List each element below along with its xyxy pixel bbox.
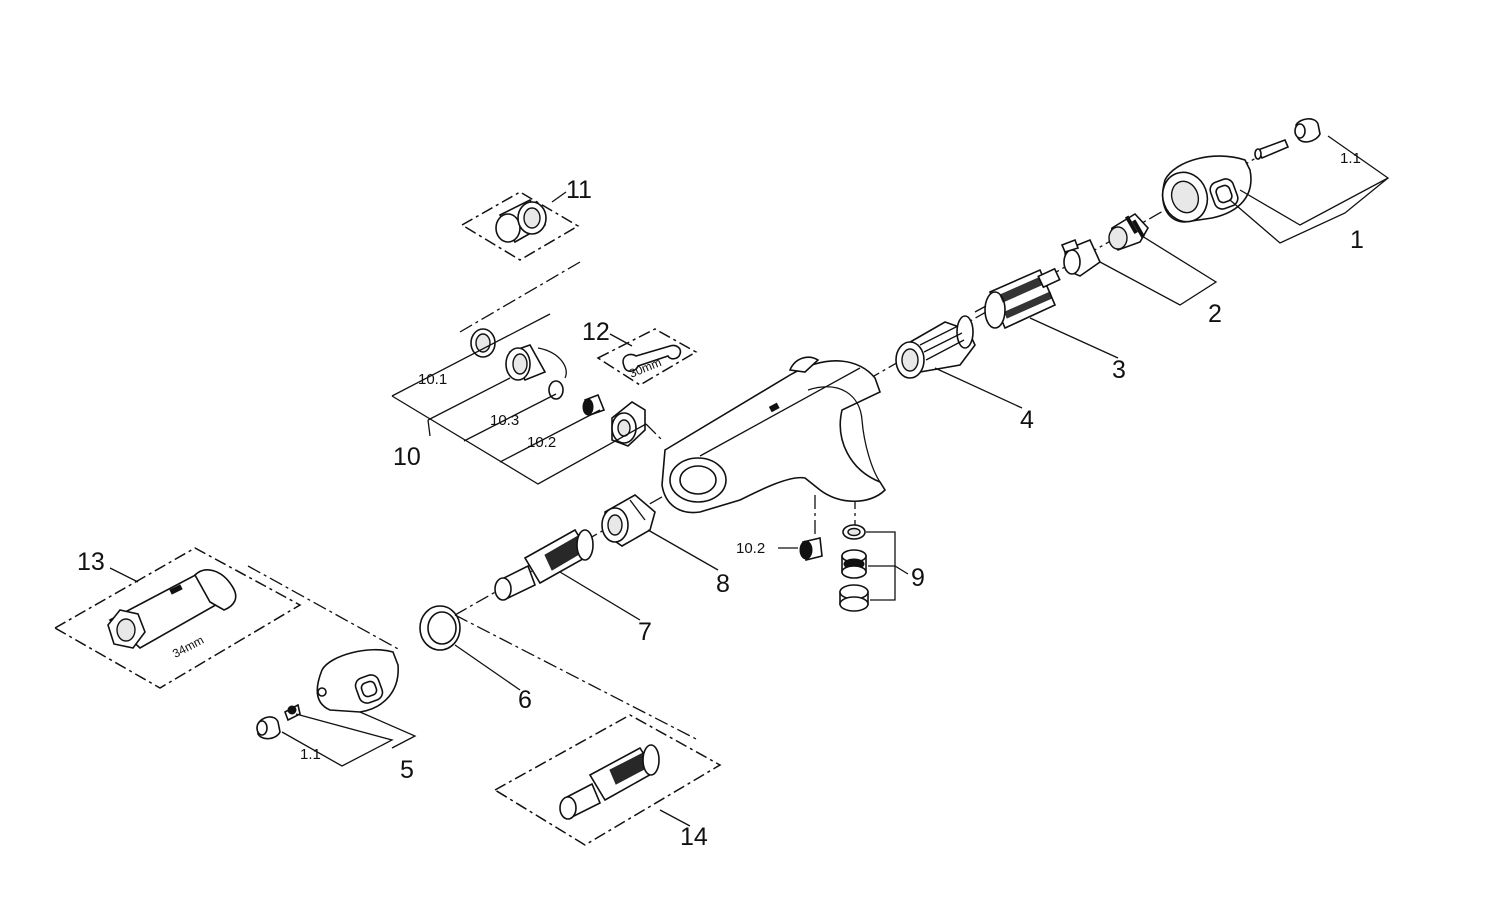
leader-11-to-10 bbox=[459, 261, 581, 333]
leader-10-1 bbox=[427, 377, 511, 421]
label-12: 12 bbox=[582, 318, 610, 346]
leader-10-to-body bbox=[645, 423, 663, 441]
label-6: 6 bbox=[518, 686, 532, 714]
leader-10-2 bbox=[499, 409, 601, 463]
label-10-2-bottom: 10.2 bbox=[736, 540, 765, 557]
part-10-non-return-valve bbox=[505, 344, 567, 400]
part-12-wrench-box: 30mm bbox=[596, 328, 698, 386]
label-1-1-bottom: 1.1 bbox=[300, 746, 321, 763]
leader-11 bbox=[551, 191, 567, 203]
part-6-ring bbox=[419, 605, 461, 651]
label-10-1: 10.1 bbox=[418, 371, 447, 388]
thermostat-body bbox=[661, 356, 887, 514]
leader-7 bbox=[559, 571, 641, 621]
part-5-handle bbox=[316, 648, 399, 713]
part-3-cartridge bbox=[974, 267, 1061, 330]
part-14-cartridge-box bbox=[493, 714, 722, 846]
leader-10-3 bbox=[463, 393, 557, 442]
leader-10-bracket bbox=[391, 395, 647, 485]
leader-10 bbox=[427, 419, 431, 437]
part-1-handle bbox=[1161, 155, 1252, 223]
leader-9 bbox=[868, 565, 909, 575]
part-1-1-screw-cap-bottom bbox=[256, 703, 301, 740]
label-1: 1 bbox=[1350, 226, 1364, 254]
label-10-2: 10.2 bbox=[527, 434, 556, 451]
part-8-nut bbox=[601, 494, 656, 547]
leader-3 bbox=[1029, 317, 1119, 359]
leader-13-to-5 bbox=[247, 565, 401, 651]
part-13-socket-tool-box: 34mm bbox=[53, 547, 302, 689]
label-2: 2 bbox=[1208, 300, 1222, 328]
leader-8 bbox=[647, 529, 719, 571]
leader-axis-to-14 bbox=[454, 614, 699, 741]
part-10-2-insert-bottom bbox=[799, 537, 823, 561]
leader-12 bbox=[609, 333, 633, 347]
part-10-2-insert bbox=[582, 393, 606, 417]
label-5: 5 bbox=[400, 756, 414, 784]
label-9: 9 bbox=[911, 564, 925, 592]
leader-13 bbox=[109, 567, 139, 583]
part-10-nut bbox=[611, 401, 646, 447]
label-7: 7 bbox=[638, 618, 652, 646]
part-7-cartridge bbox=[494, 528, 594, 601]
label-4: 4 bbox=[1020, 406, 1034, 434]
leader-2 bbox=[1099, 235, 1218, 306]
label-13: 13 bbox=[77, 548, 105, 576]
leader-1-1-top bbox=[1239, 135, 1390, 226]
part-1-1-screw-cap-top bbox=[1254, 118, 1321, 160]
leader-14 bbox=[659, 809, 691, 827]
part-2-stop-ring bbox=[1060, 212, 1149, 277]
part-9-aerator-set bbox=[839, 524, 869, 612]
leader-4 bbox=[934, 367, 1023, 409]
leader-1-1-bottom bbox=[281, 713, 394, 767]
label-1-1-top: 1.1 bbox=[1340, 150, 1361, 167]
label-3: 3 bbox=[1112, 356, 1126, 384]
leader-10-top bbox=[391, 313, 551, 397]
leader-6 bbox=[454, 644, 521, 691]
label-11: 11 bbox=[566, 176, 592, 204]
label-10: 10 bbox=[393, 443, 421, 471]
label-14: 14 bbox=[680, 823, 708, 851]
leader-1 bbox=[1229, 177, 1389, 244]
part-11-box bbox=[460, 191, 580, 261]
part-4-connector bbox=[895, 315, 976, 379]
label-10-3: 10.3 bbox=[490, 412, 519, 429]
label-8: 8 bbox=[716, 570, 730, 598]
leader-5 bbox=[359, 711, 417, 749]
tool-13-size-text: 34mm bbox=[170, 633, 206, 661]
